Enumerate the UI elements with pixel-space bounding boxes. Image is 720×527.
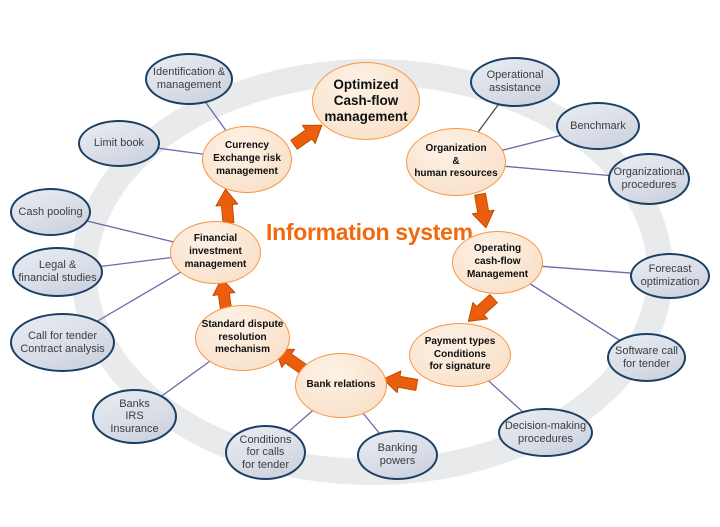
- node-legal-financial-studies: Legal & financial studies: [12, 247, 103, 297]
- flow-arrow-icon: [380, 367, 420, 397]
- node-banks-irs-insurance: Banks IRS Insurance: [92, 389, 177, 444]
- node-standard-dispute-resolution-mechanism: Standard dispute resolution mechanism: [195, 305, 290, 371]
- node-label: Software call for tender: [615, 344, 678, 370]
- node-call-for-tender-contract-analysis: Call for tender Contract analysis: [10, 313, 115, 372]
- node-optimized-cash-flow-management: Optimized Cash-flow management: [312, 62, 420, 140]
- node-bank-relations: Bank relations: [295, 353, 387, 418]
- node-label: Optimized Cash-flow management: [324, 77, 408, 124]
- node-label: Call for tender Contract analysis: [20, 329, 105, 355]
- node-financial-investment-management: Financial investment management: [170, 221, 261, 284]
- node-label: Currency Exchange risk management: [213, 140, 281, 177]
- node-label: Legal & financial studies: [18, 259, 97, 284]
- node-conditions-for-calls-for-tender: Conditions for calls for tender: [225, 425, 306, 480]
- node-operational-assistance: Operational assistance: [470, 57, 560, 107]
- node-label: Cash pooling: [18, 205, 83, 218]
- node-label: Operating cash-flow Management: [466, 243, 529, 280]
- node-limit-book: Limit book: [78, 120, 160, 167]
- node-currency-exchange-risk-management: Currency Exchange risk management: [202, 126, 292, 193]
- node-decision-making-procedures: Decision-making procedures: [498, 408, 593, 457]
- center-label: Information system: [266, 219, 473, 245]
- flow-arrow-icon: [468, 191, 498, 231]
- node-organization-human-resources: Organization & human resources: [406, 128, 506, 196]
- node-benchmark: Benchmark: [556, 102, 640, 150]
- node-label: Conditions for calls for tender: [239, 433, 292, 471]
- node-label: Limit book: [93, 137, 145, 150]
- node-label: Benchmark: [570, 119, 626, 132]
- node-label: Bank relations: [306, 379, 376, 391]
- flow-arrow-icon: [214, 187, 240, 225]
- node-label: Payment types Conditions for signature: [424, 335, 496, 373]
- node-label: Standard dispute resolution mechanism: [201, 318, 284, 356]
- node-label: Identification & management: [152, 66, 226, 91]
- node-payment-types-conditions-for-signature: Payment types Conditions for signature: [409, 323, 511, 387]
- node-identification-management: Identification & management: [145, 53, 233, 105]
- node-label: Decision-making procedures: [504, 419, 587, 445]
- node-label: Banking powers: [377, 442, 418, 467]
- node-label: Organization & human resources: [414, 142, 498, 180]
- node-label: Organizational procedures: [613, 166, 685, 191]
- node-label: Financial investment management: [184, 233, 247, 270]
- node-label: Operational assistance: [486, 69, 544, 94]
- node-forecast-optimization: Forecast optimization: [630, 253, 710, 299]
- node-cash-pooling: Cash pooling: [10, 188, 91, 236]
- node-label: Forecast optimization: [640, 263, 700, 288]
- node-label: Banks IRS Insurance: [110, 397, 159, 435]
- node-organizational-procedures: Organizational procedures: [608, 153, 690, 205]
- node-banking-powers: Banking powers: [357, 430, 438, 480]
- node-operating-cash-flow-management: Operating cash-flow Management: [452, 231, 543, 294]
- node-software-call-for-tender: Software call for tender: [607, 333, 686, 382]
